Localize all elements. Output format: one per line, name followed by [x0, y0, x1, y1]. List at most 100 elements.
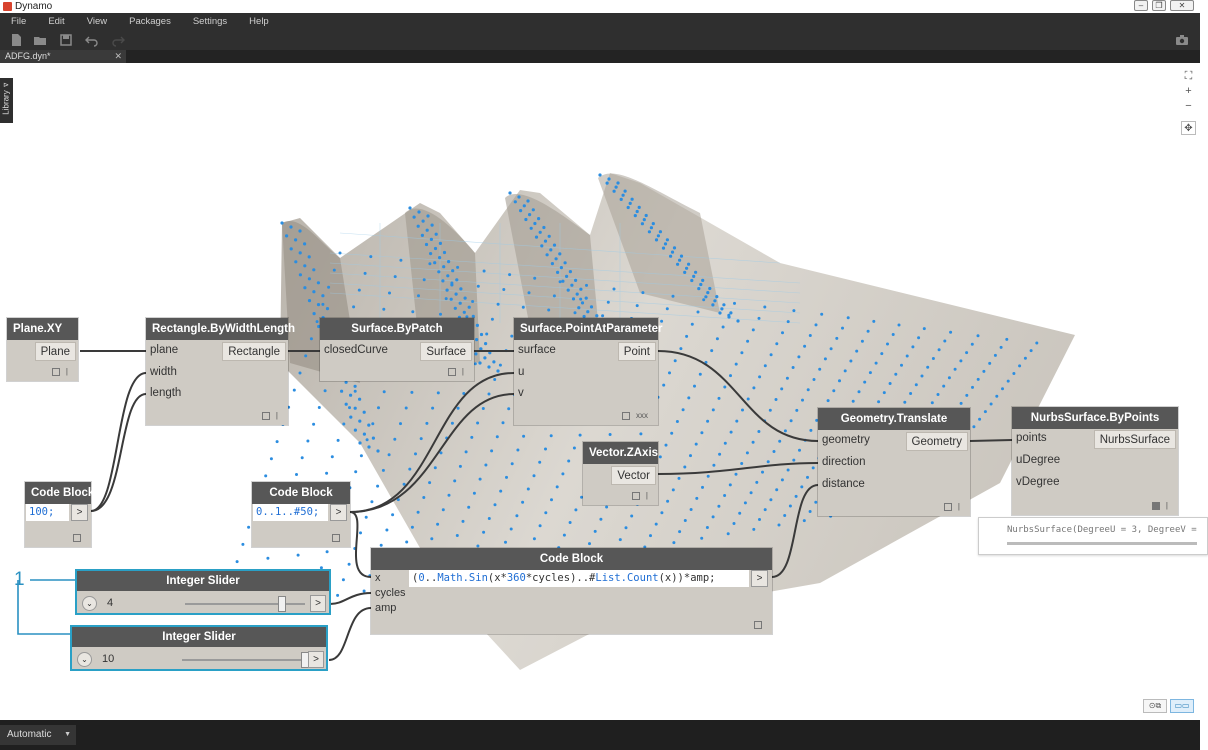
port-in-amp[interactable]: amp	[375, 602, 397, 614]
port-in-udegree[interactable]: uDegree	[1016, 454, 1061, 466]
node-vector-zaxis[interactable]: Vector.ZAxis Vector |	[583, 442, 658, 505]
save-icon[interactable]	[59, 33, 73, 47]
port-out-vector[interactable]: Vector	[611, 466, 656, 485]
code-output-port[interactable]: >	[751, 570, 768, 587]
preview-toggle-icon[interactable]	[1151, 501, 1160, 510]
tab-adfg[interactable]: ADFG.dyn* ✕	[0, 50, 126, 63]
preview-toggle-icon[interactable]	[261, 411, 270, 420]
port-in-geometry[interactable]: geometry	[822, 434, 870, 446]
background-preview-toggle-icon[interactable]: ⊙⧉	[1143, 699, 1167, 713]
slider-track[interactable]	[182, 659, 307, 661]
slider-thumb[interactable]	[278, 596, 287, 612]
close-window-icon[interactable]: ✕	[1170, 0, 1194, 11]
preview-bubble[interactable]: NurbsSurface(DegreeU = 3, DegreeV =	[978, 517, 1208, 555]
maximize-icon[interactable]: ❐	[1152, 0, 1166, 11]
node-geometry-translate[interactable]: Geometry.Translate geometry direction di…	[818, 408, 970, 516]
title-bar: Dynamo – ❐ ✕	[0, 0, 1200, 13]
node-surface-bypatch[interactable]: Surface.ByPatch closedCurve Surface |	[320, 318, 474, 381]
graph-view-toggle-icon[interactable]: ▭▭	[1170, 699, 1194, 713]
port-in-v[interactable]: v	[518, 387, 524, 399]
preview-toggle-icon[interactable]	[631, 491, 640, 500]
zoom-out-icon[interactable]: −	[1181, 100, 1196, 114]
zoom-fit-icon[interactable]: ⛶	[1181, 70, 1196, 84]
node-title: Code Block	[252, 482, 350, 504]
chevron-down-icon[interactable]: ⌄	[82, 596, 97, 611]
library-tab[interactable]: ⊳ Library	[0, 78, 13, 123]
node-title: Surface.PointAtParameter	[514, 318, 663, 340]
slider-value: 10	[102, 653, 115, 665]
node-nurbssurface-bypoints[interactable]: NurbsSurface.ByPoints points uDegree vDe…	[1012, 407, 1178, 515]
new-file-icon[interactable]	[9, 33, 23, 47]
port-in-direction[interactable]: direction	[822, 456, 866, 468]
port-out-geometry[interactable]: Geometry	[905, 432, 968, 451]
node-rectangle[interactable]: Rectangle.ByWidthLength plane width leng…	[146, 318, 295, 425]
menu-help[interactable]: Help	[249, 16, 269, 27]
pan-icon[interactable]: ✥	[1181, 121, 1196, 135]
port-in-distance[interactable]: distance	[822, 478, 865, 490]
port-in-length[interactable]: length	[150, 387, 182, 399]
node-title: Vector.ZAxis	[583, 442, 658, 464]
port-in-vdegree[interactable]: vDegree	[1016, 476, 1060, 488]
node-plane-xy[interactable]: Plane.XY Plane |	[7, 318, 78, 381]
preview-toggle-icon[interactable]	[73, 534, 81, 542]
camera-icon[interactable]	[1175, 33, 1189, 47]
graph-canvas[interactable]: ⊳ Library ⛶ + − ✥ Plane.XY	[0, 63, 1208, 720]
port-out-surface[interactable]: Surface	[420, 342, 472, 361]
preview-toggle-icon[interactable]	[447, 367, 456, 376]
redo-icon[interactable]	[111, 33, 125, 47]
port-in-cycles[interactable]: cycles	[375, 587, 406, 599]
undo-icon[interactable]	[85, 33, 99, 47]
code-editor[interactable]: (0..Math.Sin(x*360*cycles)..#List.Count(…	[409, 570, 749, 587]
preview-toggle-icon[interactable]	[51, 367, 60, 376]
library-label: Library	[1, 90, 11, 115]
window-title: Dynamo	[15, 1, 53, 12]
run-mode-label: Automatic	[7, 729, 52, 740]
toolbar	[0, 30, 1200, 50]
slider-output-port[interactable]: >	[308, 651, 324, 668]
port-in-closedcurve[interactable]: closedCurve	[324, 344, 388, 356]
code-output-port[interactable]: >	[330, 504, 347, 521]
zoom-controls: ⛶ + − ✥	[1181, 70, 1196, 136]
port-in-plane[interactable]: plane	[150, 344, 179, 356]
callout-number: 1	[14, 569, 25, 590]
minimize-icon[interactable]: –	[1134, 0, 1148, 11]
slider-track[interactable]	[185, 603, 305, 605]
port-out-plane[interactable]: Plane	[34, 342, 76, 361]
port-in-x[interactable]: x	[375, 572, 381, 584]
node-integer-slider-2[interactable]: Integer Slider ⌄ 10 >	[70, 625, 328, 671]
preview-toggle-icon[interactable]	[332, 534, 340, 542]
tab-close-icon[interactable]: ✕	[114, 51, 122, 61]
node-code-block-2[interactable]: Code Block 0..1..#50; >	[252, 482, 350, 547]
preview-scrollbar[interactable]	[1007, 542, 1197, 545]
run-mode-dropdown[interactable]: Automatic ▼	[0, 725, 76, 745]
code-editor[interactable]: 100;	[26, 504, 69, 521]
port-in-points[interactable]: points	[1016, 432, 1047, 444]
menu-view[interactable]: View	[86, 16, 108, 27]
port-out-rectangle[interactable]: Rectangle	[222, 342, 286, 361]
node-title: Rectangle.ByWidthLength	[146, 318, 295, 340]
port-out-point[interactable]: Point	[617, 342, 656, 361]
node-surface-pointatparameter[interactable]: Surface.PointAtParameter surface u v Poi…	[514, 318, 663, 425]
node-code-block-1[interactable]: Code Block 100; >	[25, 482, 94, 547]
zoom-in-icon[interactable]: +	[1181, 85, 1196, 99]
port-in-width[interactable]: width	[150, 366, 177, 378]
preview-toggle-icon[interactable]	[754, 621, 762, 629]
port-in-u[interactable]: u	[518, 366, 525, 378]
menu-file[interactable]: File	[11, 16, 27, 27]
menu-packages[interactable]: Packages	[129, 16, 171, 27]
preview-toggle-icon[interactable]	[943, 502, 952, 511]
menu-settings[interactable]: Settings	[192, 16, 228, 27]
chevron-down-icon[interactable]: ⌄	[77, 652, 92, 667]
menu-edit[interactable]: Edit	[48, 16, 65, 27]
node-code-block-3[interactable]: Code Block x cycles amp (0..Math.Sin(x*3…	[371, 548, 772, 634]
open-file-icon[interactable]	[33, 33, 47, 47]
tab-strip: ADFG.dyn* ✕	[0, 50, 1200, 63]
slider-output-port[interactable]: >	[310, 595, 326, 612]
menu-bar: File Edit View Packages Settings Help	[0, 13, 1200, 30]
code-output-port[interactable]: >	[71, 504, 88, 521]
port-in-surface[interactable]: surface	[518, 344, 556, 356]
node-integer-slider-1[interactable]: Integer Slider ⌄ 4 >	[75, 569, 331, 615]
code-editor[interactable]: 0..1..#50;	[253, 504, 328, 521]
port-out-nurbssurface[interactable]: NurbsSurface	[1093, 430, 1176, 449]
preview-toggle-icon[interactable]	[622, 411, 630, 420]
